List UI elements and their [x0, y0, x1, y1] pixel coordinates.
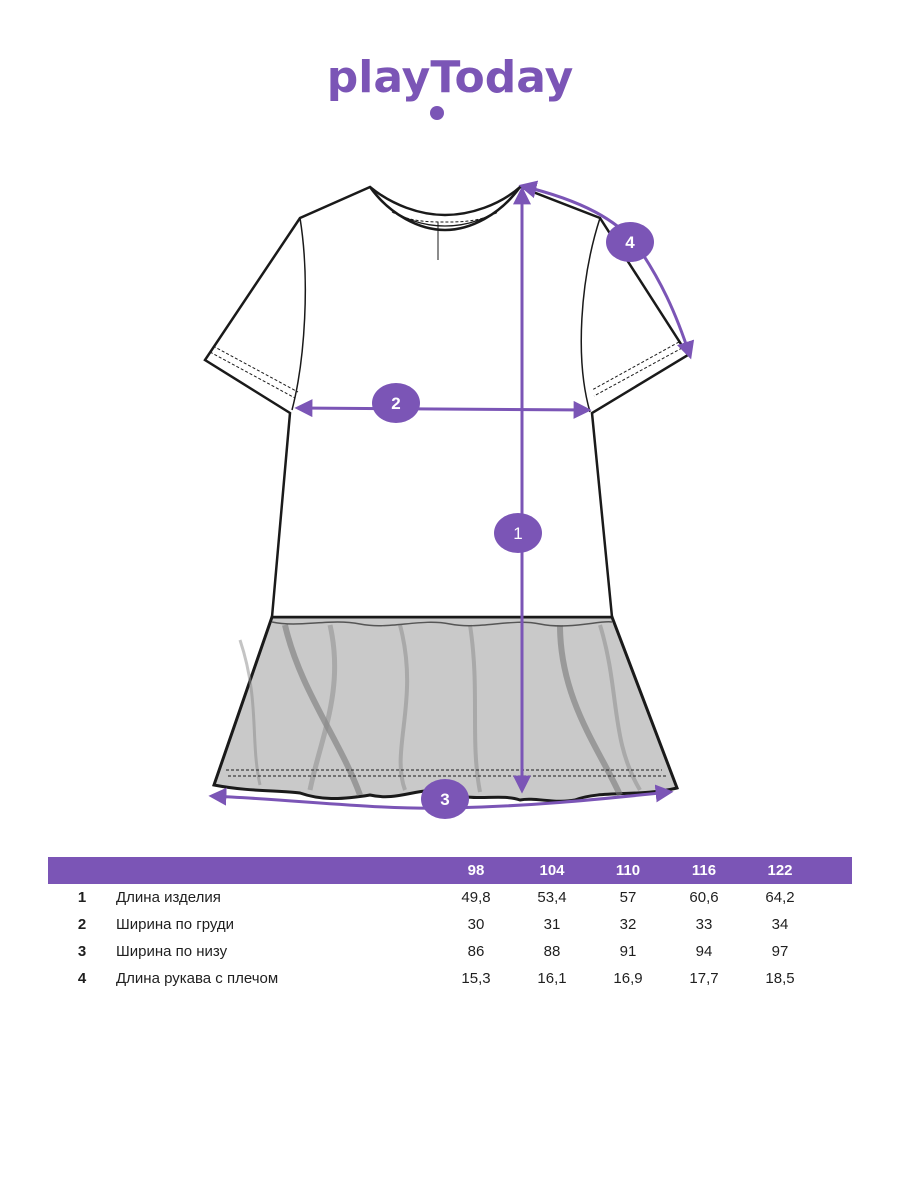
cell-value: 64,2	[765, 889, 795, 906]
size-header: 104	[514, 857, 590, 884]
table-row: 1 Длина изделия 49,8 53,4 57 60,6 64,2	[48, 884, 852, 911]
row-label: Ширина по низу	[116, 943, 228, 960]
size-header: 110	[590, 857, 666, 884]
marker-4-label: 4	[625, 233, 635, 252]
brand-logo: playToday	[0, 52, 900, 103]
row-number: 1	[77, 889, 87, 906]
marker-1-label: 1	[513, 524, 522, 543]
ruffle-skirt	[212, 615, 680, 803]
cell-value: 17,7	[689, 970, 719, 987]
cell-value: 86	[467, 943, 485, 960]
row-tail	[818, 911, 852, 938]
cell-value: 15,3	[461, 970, 491, 987]
row-number: 2	[77, 916, 87, 933]
size-header: 116	[666, 857, 742, 884]
row-tail	[818, 884, 852, 911]
cell-value: 97	[771, 943, 789, 960]
header-tail	[818, 857, 852, 884]
cell-value: 34	[771, 916, 789, 933]
size-header: 122	[742, 857, 818, 884]
logo-text: playToday	[326, 52, 574, 103]
measure-marker-3: 3	[421, 779, 469, 819]
logo-dot	[430, 106, 444, 120]
cell-value: 60,6	[689, 889, 719, 906]
cell-value: 33	[695, 916, 713, 933]
size-table: 98 104 110 116 122 1 Длина изделия 49,8 …	[48, 857, 852, 992]
row-label: Ширина по груди	[116, 916, 235, 933]
row-number: 3	[77, 943, 87, 960]
cell-value: 16,9	[613, 970, 643, 987]
cell-value: 18,5	[765, 970, 795, 987]
row-number: 4	[77, 970, 87, 987]
row-tail	[818, 938, 852, 965]
garment-diagram: 1 2 3 4	[203, 180, 695, 819]
cell-value: 53,4	[537, 889, 567, 906]
cell-value: 91	[619, 943, 637, 960]
row-label: Длина изделия	[116, 889, 221, 906]
row-label: Длина рукава с плечом	[116, 970, 279, 987]
size-header: 98	[438, 857, 514, 884]
cell-value: 49,8	[461, 889, 491, 906]
cell-value: 57	[619, 889, 637, 906]
cell-value: 30	[467, 916, 485, 933]
size-header-row: 98 104 110 116 122	[48, 857, 852, 884]
cell-value: 31	[543, 916, 561, 933]
table-row: 4 Длина рукава с плечом 15,3 16,1 16,9 1…	[48, 965, 852, 992]
measure-marker-4: 4	[606, 222, 654, 262]
measure-marker-1: 1	[494, 513, 542, 553]
header-blank	[48, 857, 116, 884]
cell-value: 94	[695, 943, 713, 960]
table-row: 3 Ширина по низу 86 88 91 94 97	[48, 938, 852, 965]
header-blank-name	[116, 857, 438, 884]
table-row: 2 Ширина по груди 30 31 32 33 34	[48, 911, 852, 938]
cell-value: 88	[543, 943, 561, 960]
cell-value: 16,1	[537, 970, 567, 987]
row-tail	[818, 965, 852, 992]
measure-marker-2: 2	[372, 383, 420, 423]
marker-3-label: 3	[440, 790, 449, 809]
marker-2-label: 2	[391, 394, 400, 413]
cell-value: 32	[619, 916, 637, 933]
